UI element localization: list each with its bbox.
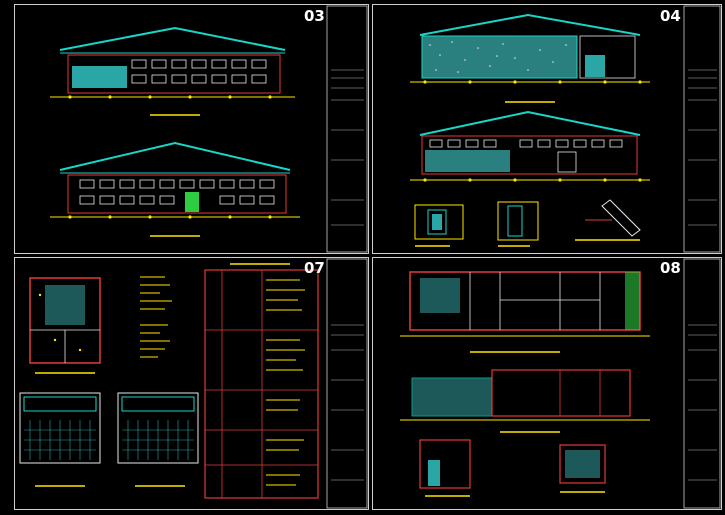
- sheet-07-plan: [29, 277, 101, 374]
- title-blocks: [326, 5, 721, 509]
- sheet-04-elevation-top: [410, 13, 650, 103]
- sheet-07-notes: [140, 276, 172, 358]
- sheet-08-details: [419, 439, 606, 497]
- sheet-08-section: [400, 369, 650, 433]
- title-block-lines: [331, 69, 717, 481]
- sheet-07-elevations: [19, 392, 199, 487]
- sheet-08-plan: [400, 271, 650, 353]
- sheet-04-details: [414, 199, 641, 247]
- sheet-03-frame: [14, 4, 369, 254]
- sheet-number-04: 04: [660, 7, 681, 25]
- sheet-number-08: 08: [660, 259, 681, 277]
- sheet-04-elevation-bottom: [410, 110, 650, 182]
- sheet-07-schedule-table: [204, 263, 319, 499]
- sheet-number-07: 07: [304, 259, 325, 277]
- sheet-03-elevation-bottom: [50, 141, 300, 237]
- sheet-03-elevation-top: [50, 26, 295, 116]
- sheet-number-03: 03: [304, 7, 325, 25]
